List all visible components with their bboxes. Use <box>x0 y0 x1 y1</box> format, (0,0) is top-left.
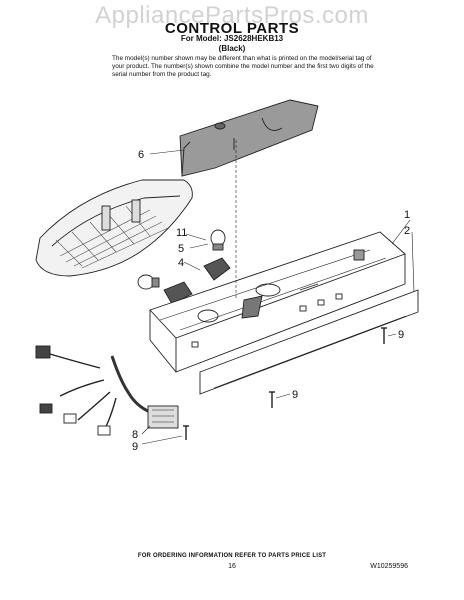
callout-6: 6 <box>138 149 144 161</box>
part-light-shield <box>35 179 193 277</box>
ordering-note: FOR ORDERING INFORMATION REFER TO PARTS … <box>137 553 327 559</box>
callout-8: 8 <box>132 429 138 441</box>
callout-9-right: 9 <box>398 329 404 341</box>
callout-2: 2 <box>404 225 410 237</box>
callout-1: 1 <box>404 209 410 221</box>
leader-lines <box>141 140 415 445</box>
part-control-housing <box>149 231 406 373</box>
part-lamp-sockets <box>163 257 231 305</box>
callout-11: 11 <box>176 227 187 239</box>
callout-5: 5 <box>178 243 184 255</box>
callout-9-left: 9 <box>132 441 138 453</box>
document-number: W10259596 <box>370 563 408 570</box>
part-light-bulbs <box>137 229 226 290</box>
page-number: 16 <box>228 563 236 570</box>
model-note: The model(s) number shown may be differe… <box>112 55 374 78</box>
part-front-panel <box>199 289 419 395</box>
callout-4: 4 <box>178 257 184 269</box>
part-cover-plate <box>179 99 319 177</box>
callout-9-middle: 9 <box>292 389 298 401</box>
part-wire-harness <box>35 345 179 436</box>
model-color: (Black) <box>218 44 246 53</box>
part-screws <box>183 327 387 440</box>
model-number: For Model: JS2628HEKB13 <box>180 34 284 43</box>
watermark: AppliancePartsPros.com <box>95 2 369 29</box>
page-title: CONTROL PARTS <box>164 20 300 37</box>
